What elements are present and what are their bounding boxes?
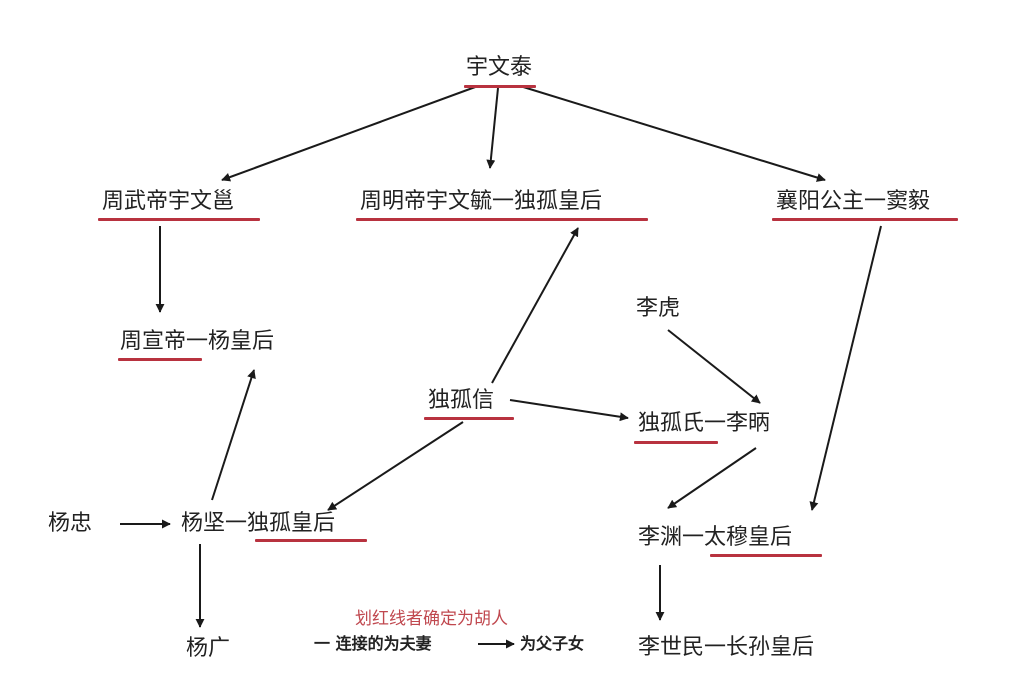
edge-yuwentai-to-mingdi [486,87,499,169]
person-name: 李渊 [638,525,683,550]
node-yang-zhong: 杨忠 [48,510,92,538]
person-name: 太穆皇后 [704,525,793,550]
person-name: 独孤皇后 [514,189,603,214]
spouse-dash: 一 [186,329,209,354]
node-zhou-wudi: 周武帝宇文邕 [98,188,260,221]
node-yang-jian-couple: 杨坚一独孤皇后 [181,510,367,542]
person-name: 周武帝宇文邕 [102,189,235,214]
person-name: 独孤皇后 [247,511,336,536]
legend-parent-text: 为父子女 [520,634,585,653]
spouse-dash: 一 [225,511,248,536]
red-underline [98,218,260,221]
node-li-shimin-couple: 李世民一长孙皇后 [638,634,814,662]
person-name: 李虎 [636,296,681,321]
node-zhou-xuandi-couple: 周宣帝一杨皇后 [118,328,275,361]
edge-xiangyang-to-taimu [809,225,882,511]
red-underline [118,358,202,361]
person-name: 长孙皇后 [726,635,815,660]
person-name: 杨广 [186,636,231,661]
spouse-dash: 一 [704,635,727,660]
spouse-dash: 一 [704,411,727,436]
legend-spouse-dash: 一 [314,634,331,653]
node-li-hu: 李虎 [636,295,680,323]
person-name: 独孤氏 [638,411,705,436]
person-name: 襄阳公主 [776,189,865,214]
edge-duguxin-to-mingdi-empress [491,227,579,384]
person-name: 李昞 [726,411,771,436]
edge-yuwentai-to-xiangyang [519,85,826,182]
person-name: 宇文泰 [466,55,533,80]
node-yuwen-tai: 宇文泰 [464,54,536,88]
red-underline [772,218,958,221]
red-underline [464,85,536,88]
node-zhou-mingdi-couple: 周明帝宇文毓一独孤皇后 [356,188,648,221]
node-dugu-shi-couple: 独孤氏一李昞 [634,410,771,444]
red-underline [255,539,367,542]
red-underline [634,441,718,444]
red-underline [710,554,822,557]
edge-yangjian-to-yang-empress [211,369,256,501]
person-name: 周宣帝 [120,329,187,354]
node-xiangyang-couple: 襄阳公主一窦毅 [772,188,958,221]
edge-lihu-to-libing [667,329,761,404]
person-name: 杨皇后 [208,329,275,354]
person-name: 周明帝宇文毓 [360,189,493,214]
person-name: 李世民 [638,635,705,660]
person-name: 杨忠 [48,511,93,536]
person-name: 窦毅 [886,189,931,214]
spouse-dash: 一 [682,525,705,550]
legend-title: 划红线者确定为胡人 [355,609,508,629]
edge-libing-to-liyuan [667,447,757,509]
spouse-dash: 一 [492,189,515,214]
edge-yuwentai-to-wudi [221,85,479,182]
node-yang-guang: 杨广 [186,635,230,663]
node-li-yuan-couple: 李渊一太穆皇后 [638,524,822,557]
legend-spouse: 一 连接的为夫妻 [314,634,432,654]
edge-duguxin-to-yangjian-empress [327,421,464,511]
red-underline [424,417,514,420]
legend-spouse-text: 连接的为夫妻 [335,634,432,653]
spouse-dash: 一 [864,189,887,214]
edge-duguxin-to-dugushi [509,399,629,422]
red-underline [356,218,648,221]
node-dugu-xin: 独孤信 [424,387,514,420]
person-name: 独孤信 [428,388,495,413]
person-name: 杨坚 [181,511,226,536]
